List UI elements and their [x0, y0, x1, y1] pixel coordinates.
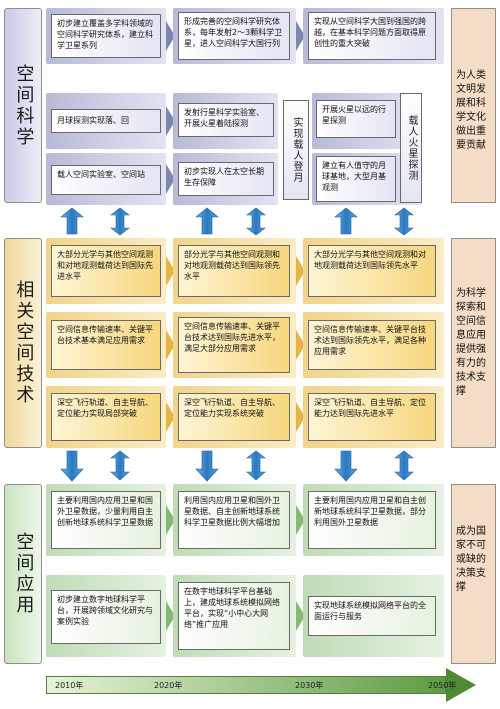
- timeline-year-2030: 2030年: [295, 681, 324, 690]
- row-label-related-tech-text: 相关空间技术: [13, 280, 35, 406]
- space-milestone-2010: 初步建立覆盖多学科领域的空间科学研究体系，建立科学卫星系列: [51, 14, 161, 58]
- tech-payload-2030: 大部分光学与其他空间观测和对地观测载荷达到国际领先水平: [308, 245, 436, 297]
- timeline-arrowhead: [446, 668, 476, 702]
- timeline-year-2020: 2020年: [154, 681, 183, 690]
- double-arrow: [110, 450, 130, 481]
- row-label-space-application: 空间应用: [4, 484, 42, 664]
- band-tip: [296, 601, 305, 631]
- row-label-space-application-text: 空间应用: [13, 532, 35, 616]
- tech-payload-2020: 部分光学与其他空间观测和对地观测载荷达到国际领先水平: [178, 245, 290, 297]
- timeline-year-2010: 2010年: [55, 681, 84, 690]
- timeline-bar: [46, 676, 446, 694]
- goal-related-tech: 为科学探索和空间信息应用提供强有力的技术支撑: [451, 238, 496, 448]
- band-tip: [166, 505, 175, 535]
- band-tip: [296, 402, 305, 432]
- space-station-box: 载人空间实验室、空间站: [51, 165, 161, 195]
- band-tip: [166, 601, 175, 631]
- band-tip: [166, 402, 175, 432]
- timeline-year-2050: 2050年: [428, 681, 457, 690]
- app-data-2010: 主要利用国内应用卫星和国外卫星数据，少量利用自主创新地球系统科学卫星数据: [51, 491, 161, 549]
- beyond-mars-box: 开展火星以远的行星探测: [316, 100, 396, 138]
- tech-payload-2010: 大部分光学与其他空间观测和对地观测载荷达到国际先进水平: [51, 245, 161, 297]
- app-platform-2010: 初步建立数字地球科学平台，开展跨领域文化研究与案例实验: [51, 590, 161, 644]
- down-arrow: [195, 450, 219, 482]
- down-arrow: [60, 450, 84, 482]
- app-platform-2020: 在数字地球科学平台基础上，建成地球系统模拟网络平台，实现“小中心大网络”推广应用: [178, 582, 290, 650]
- band-tip: [296, 256, 305, 286]
- row-label-space-science: 空间科学: [4, 8, 42, 203]
- goal-space-science: 为人类文明发展和科学文化做出重要贡献: [451, 8, 496, 203]
- double-arrow: [246, 207, 266, 236]
- goal-space-application: 成为国家不可或缺的决策支撑: [451, 484, 496, 664]
- double-arrow: [110, 207, 130, 236]
- band-tip: [296, 330, 305, 360]
- row-label-related-tech: 相关空间技术: [4, 238, 42, 448]
- up-arrow: [334, 207, 358, 235]
- band-tip: [166, 164, 175, 194]
- up-arrow: [195, 207, 219, 235]
- long-term-survival-box: 初步实现人在太空长期生存保障: [178, 162, 274, 196]
- double-arrow: [246, 450, 266, 481]
- manned-moon-landing-box: 实现载人登月: [283, 100, 309, 200]
- down-arrow: [334, 450, 358, 482]
- space-milestone-2030: 实现从空间科学大国到强国的跨越，在基本科学问题方面取得原创性的重大突破: [308, 12, 436, 60]
- space-milestone-2020: 形成完善的空间科学研究体系，每年发射2～3颗科学卫星，进入空间科学大国行列: [178, 12, 290, 60]
- tech-transmission-2020: 空间信息传输速率、关键平台技术达到国际先进水平，满足大部分应用需求: [178, 317, 290, 373]
- band-tip: [296, 21, 305, 51]
- manned-mars-box: 载人火星探测: [400, 93, 422, 203]
- double-arrow: [394, 207, 414, 236]
- app-data-2020: 利用国内应用卫星和国外卫星数据、自主创新地球系统科学卫星数据比例大幅增加: [178, 491, 290, 549]
- row-label-space-science-text: 空间科学: [13, 63, 35, 148]
- up-arrow: [60, 207, 84, 235]
- lunar-exploration-box: 月球探测实现落、回: [51, 109, 161, 133]
- band-tip: [166, 256, 175, 286]
- tech-transmission-2030: 空间信息传输速率、关键平台技术达到国际领先水平，满足各种应用需求: [308, 320, 436, 370]
- app-data-2030: 主要利用国内应用卫星和自主创新地球系统科学卫星数据，部分利用国外卫星数据: [308, 491, 436, 549]
- band-tip: [166, 106, 175, 136]
- lunar-base-box: 建立有人值守的月球基地，大型月基观测: [316, 156, 396, 202]
- tech-navigation-2030: 深空飞行轨道、自主导航、定位能力达到国际先进水平: [308, 393, 436, 441]
- band-tip: [166, 21, 175, 51]
- manned-moon-landing-text: 实现载人登月: [291, 117, 302, 183]
- tech-transmission-2010: 空间信息传输速率、关键平台技术基本满足应用需求: [51, 320, 161, 370]
- app-platform-2030: 实现地球系统模拟网络平台的全面运行与服务: [308, 596, 436, 636]
- tech-navigation-2010: 深空飞行轨道、自主导航、定位能力实现局部突破: [51, 393, 161, 441]
- double-arrow: [394, 450, 414, 481]
- band-tip: [296, 505, 305, 535]
- manned-mars-text: 载人火星探测: [406, 115, 417, 181]
- band-tip: [166, 330, 175, 360]
- tech-navigation-2020: 深空飞行轨道、自主导航、定位能力实现系统突破: [178, 393, 290, 441]
- mars-lander-box: 发射行星科学实验室、开展火星着陆探测: [178, 103, 274, 137]
